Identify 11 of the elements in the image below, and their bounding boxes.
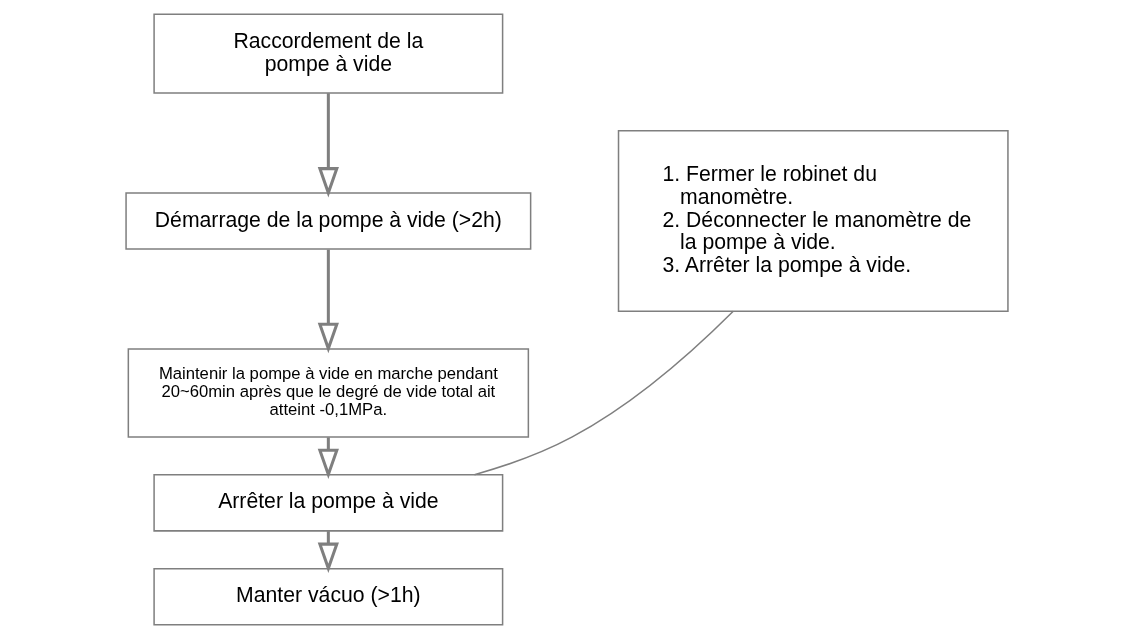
- connector: [473, 310, 734, 476]
- arrow: [317, 437, 339, 480]
- node-box: Arrêter la pompe à vide: [153, 474, 504, 532]
- arrow: [317, 93, 339, 198]
- arrow: [317, 249, 339, 354]
- arrow: [317, 531, 339, 573]
- node-box: Raccordement de la pompe à vide: [153, 13, 504, 94]
- node-box: Maintenir la pompe à vide en marche pendant 20~60min après que le degré de vide total ait atteint -0,1MPa.: [127, 348, 530, 438]
- node-box: Démarrage de la pompe à vide (>2h): [125, 192, 532, 250]
- node-box: 1. Fermer le robinet du manomètre. 2. Déconnecter le manomètre de la pompe à vide. 3. Arrêter la pompe à vide.: [617, 130, 1009, 312]
- node-box: Manter vácuo (>1h): [153, 568, 504, 626]
